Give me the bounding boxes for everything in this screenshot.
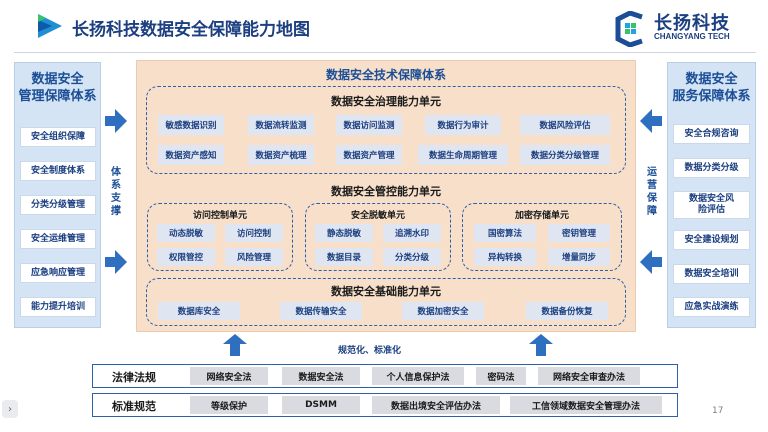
- management-item: 安全运维管理: [20, 229, 96, 249]
- up-arrow-shaft: [230, 344, 240, 356]
- access-control-item: 动态脱敏: [157, 224, 215, 242]
- crypto-storage-item: 增量同步: [548, 248, 610, 266]
- governance-capability: 数据资产感知: [158, 145, 224, 165]
- vertical-char: 系: [111, 180, 121, 191]
- vertical-char: 运: [647, 167, 657, 178]
- vertical-char: 体: [111, 167, 121, 178]
- service-item: 应急实战演练: [673, 297, 750, 317]
- governance-capability: 数据分类分级管理: [520, 145, 610, 165]
- management-item: 安全制度体系: [20, 161, 96, 181]
- brand-name-cn: 长扬科技: [654, 13, 730, 34]
- right-arrow-icon: [115, 109, 127, 133]
- governance-unit-title: 数据安全治理能力单元: [331, 95, 441, 108]
- left-arrow-bottom-shaft: [105, 257, 115, 267]
- masking-unit: [305, 203, 451, 271]
- service-item: 数据安全培训: [673, 264, 750, 284]
- company-logo-icon: [38, 14, 62, 38]
- law-item: 网络安全法: [190, 367, 268, 385]
- tech-panel: [136, 60, 636, 332]
- foundation-capability: 数据加密安全: [402, 302, 484, 320]
- tech-panel-title: 数据安全技术保障体系: [325, 68, 446, 82]
- access-control-unit: [147, 203, 293, 271]
- service-item: 数据安全风险评估: [673, 191, 750, 219]
- foundation-capability: 数据传输安全: [280, 302, 362, 320]
- control-unit-title: 数据安全管控能力单元: [331, 185, 441, 198]
- operation-label: 运营保障: [645, 166, 659, 218]
- service-item: 数据分类分级: [673, 158, 750, 178]
- standard-item: 等级保护: [190, 396, 268, 414]
- law-item: 密码法: [476, 367, 526, 385]
- access-control-item: 权限管控: [157, 248, 215, 266]
- up-arrow-icon: [529, 334, 553, 344]
- crypto-storage-item: 异构转换: [474, 248, 536, 266]
- standard-item: DSMM: [282, 396, 360, 414]
- masking-unit-title: 安全脱敏单元: [350, 211, 405, 221]
- management-item: 能力提升培训: [20, 297, 96, 317]
- crypto-storage-item: 国密算法: [474, 224, 536, 242]
- standardization-caption: 规范化、标准化: [338, 346, 402, 356]
- up-arrow-icon: [223, 334, 247, 344]
- left-arrow-top-shaft: [105, 116, 115, 126]
- governance-capability: 数据流转监测: [248, 115, 314, 135]
- masking-item: 数据目录: [315, 248, 373, 266]
- law-item: 网络安全审查办法: [538, 367, 640, 385]
- previous-slide-button[interactable]: ›: [2, 400, 18, 418]
- support-label: 体系支撑: [109, 166, 123, 218]
- foundation-capability: 数据备份恢复: [526, 302, 608, 320]
- vertical-char: 保: [647, 193, 657, 204]
- header-divider: [14, 52, 756, 53]
- right-arrow-bottom-shaft: [652, 257, 662, 267]
- right-arrow-icon: [115, 250, 127, 274]
- access-control-item: 风险管理: [225, 248, 283, 266]
- access-control-item: 访问控制: [225, 224, 283, 242]
- masking-item: 分类分级: [383, 248, 441, 266]
- standard-item: 数据出境安全评估办法: [372, 396, 500, 414]
- management-panel-title-line1: 数据安全: [31, 72, 84, 87]
- right-arrow-top-shaft: [652, 116, 662, 126]
- page-title: 长扬科技数据安全保障能力地图: [72, 20, 310, 40]
- governance-capability: 数据资产管理: [336, 145, 402, 165]
- crypto-storage-unit: [462, 203, 622, 271]
- foundation-unit-title: 数据安全基础能力单元: [331, 285, 441, 298]
- vertical-char: 撑: [111, 206, 121, 217]
- management-item: 应急响应管理: [20, 263, 96, 283]
- service-panel-title-line1: 数据安全: [685, 72, 738, 87]
- standard-item: 工信领域数据安全管理办法: [510, 396, 662, 414]
- law-item: 数据安全法: [282, 367, 360, 385]
- up-arrow-shaft: [536, 344, 546, 356]
- service-item: 安全合规咨询: [673, 124, 750, 144]
- laws-row-label: 法律法规: [112, 371, 156, 384]
- management-item: 安全组织保障: [20, 127, 96, 147]
- brand-name-en: CHANGYANG TECH: [654, 32, 730, 41]
- vertical-char: 障: [647, 206, 657, 217]
- governance-capability: 数据生命周期管理: [418, 145, 508, 165]
- foundation-unit: [146, 278, 626, 326]
- governance-capability: 敏感数据识别: [158, 115, 224, 135]
- governance-capability: 数据行为审计: [425, 115, 501, 135]
- vertical-char: 营: [647, 180, 657, 191]
- service-item: 安全建设规划: [673, 230, 750, 250]
- masking-item: 静态脱敏: [315, 224, 373, 242]
- management-item: 分类分级管理: [20, 195, 96, 215]
- crypto-storage-item: 密钥管理: [548, 224, 610, 242]
- service-panel-title-line2: 服务保障体系: [672, 89, 751, 104]
- left-arrow-icon: [640, 109, 652, 133]
- governance-unit: [146, 86, 626, 174]
- page-number: 17: [712, 406, 724, 416]
- vertical-char: 支: [111, 193, 121, 204]
- standards-row-label: 标准规范: [112, 400, 156, 413]
- governance-capability: 数据风险评估: [520, 115, 610, 135]
- foundation-capability: 数据库安全: [158, 302, 240, 320]
- left-arrow-icon: [640, 250, 652, 274]
- governance-capability: 数据资产梳理: [248, 145, 314, 165]
- governance-capability: 数据访问监测: [336, 115, 402, 135]
- law-item: 个人信息保护法: [372, 367, 464, 385]
- crypto-storage-title: 加密存储单元: [514, 211, 569, 221]
- brand-logo-icon: [615, 11, 643, 47]
- masking-item: 追溯水印: [383, 224, 441, 242]
- access-control-title: 访问控制单元: [192, 211, 247, 221]
- management-panel-title-line2: 管理保障体系: [18, 89, 97, 104]
